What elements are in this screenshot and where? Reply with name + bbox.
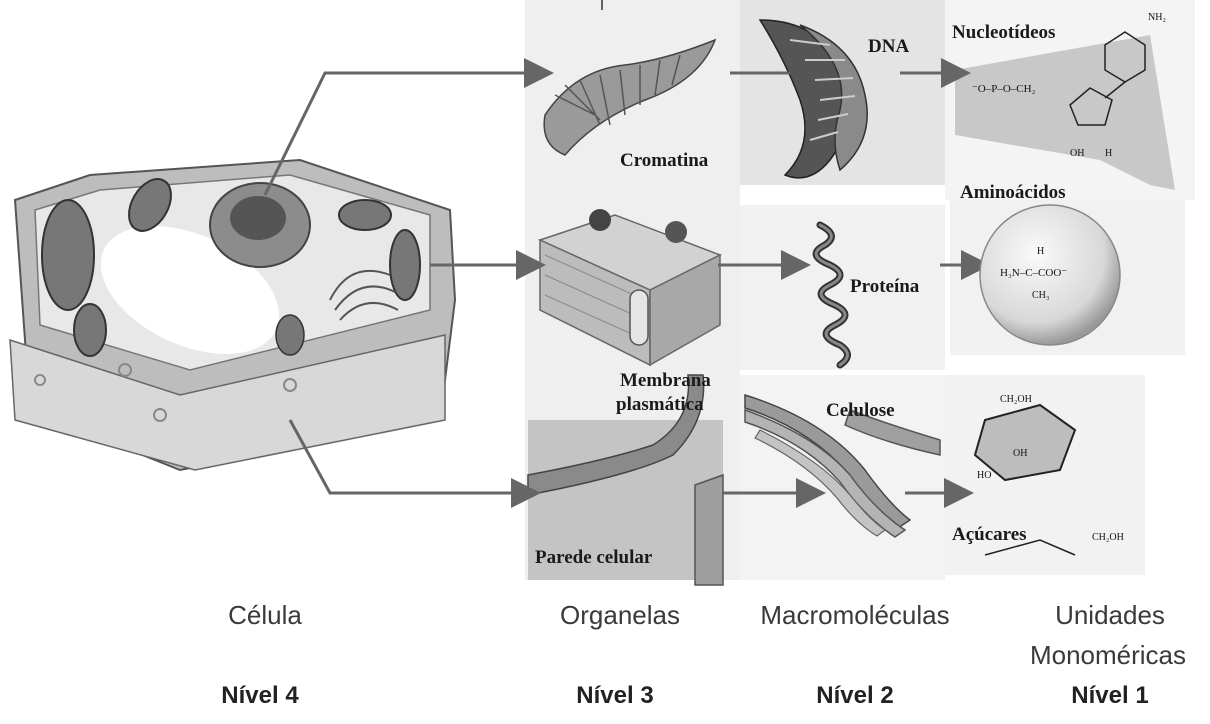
- plant-cell-illustration: [10, 160, 455, 470]
- label-nucleotides: Nucleotídeos: [952, 22, 1055, 44]
- sugar-ch2oh: CH₂OH: [1092, 532, 1124, 543]
- glucose-oh: OH: [1013, 448, 1027, 459]
- column-title-organelles: Organelas: [535, 600, 705, 631]
- label-protein: Proteína: [850, 276, 919, 298]
- level-label-2: Nível 2: [785, 682, 925, 710]
- nucleotide-nh2: NH₂: [1148, 12, 1166, 23]
- label-cellulose: Celulose: [826, 400, 895, 422]
- column-title-monomers-line1: Unidades: [1020, 600, 1200, 631]
- label-membrane-line1: Membrana: [620, 370, 711, 392]
- nucleotide-h: H: [1105, 148, 1112, 159]
- glucose-ch2oh: CH₂OH: [1000, 394, 1032, 405]
- label-membrane-line2: plasmática: [616, 394, 704, 416]
- label-aminoacids: Aminoácidos: [960, 182, 1066, 204]
- column-title-cell: Célula: [190, 600, 340, 631]
- column-title-macromolecules: Macromoléculas: [725, 600, 985, 631]
- level-label-4: Nível 4: [190, 682, 330, 710]
- aminoacid-ch3: CH₃: [1032, 290, 1049, 301]
- level-label-1: Nível 1: [1040, 682, 1180, 710]
- glucose-ho: HO: [977, 470, 991, 481]
- aminoacid-h: H: [1037, 246, 1044, 257]
- label-dna: DNA: [868, 36, 909, 58]
- label-cell-wall: Parede celular: [535, 547, 652, 569]
- level-label-3: Nível 3: [545, 682, 685, 710]
- label-sugars: Açúcares: [952, 524, 1027, 546]
- label-chromatin: Cromatina: [620, 150, 708, 172]
- aminoacid-formula: H₃N–C–COO⁻: [1000, 266, 1067, 279]
- column-title-monomers-line2: Monoméricas: [1008, 640, 1208, 671]
- nucleotide-oh: OH: [1070, 148, 1084, 159]
- nucleotide-phosphate: ⁻O–P–O–CH₂: [972, 82, 1035, 95]
